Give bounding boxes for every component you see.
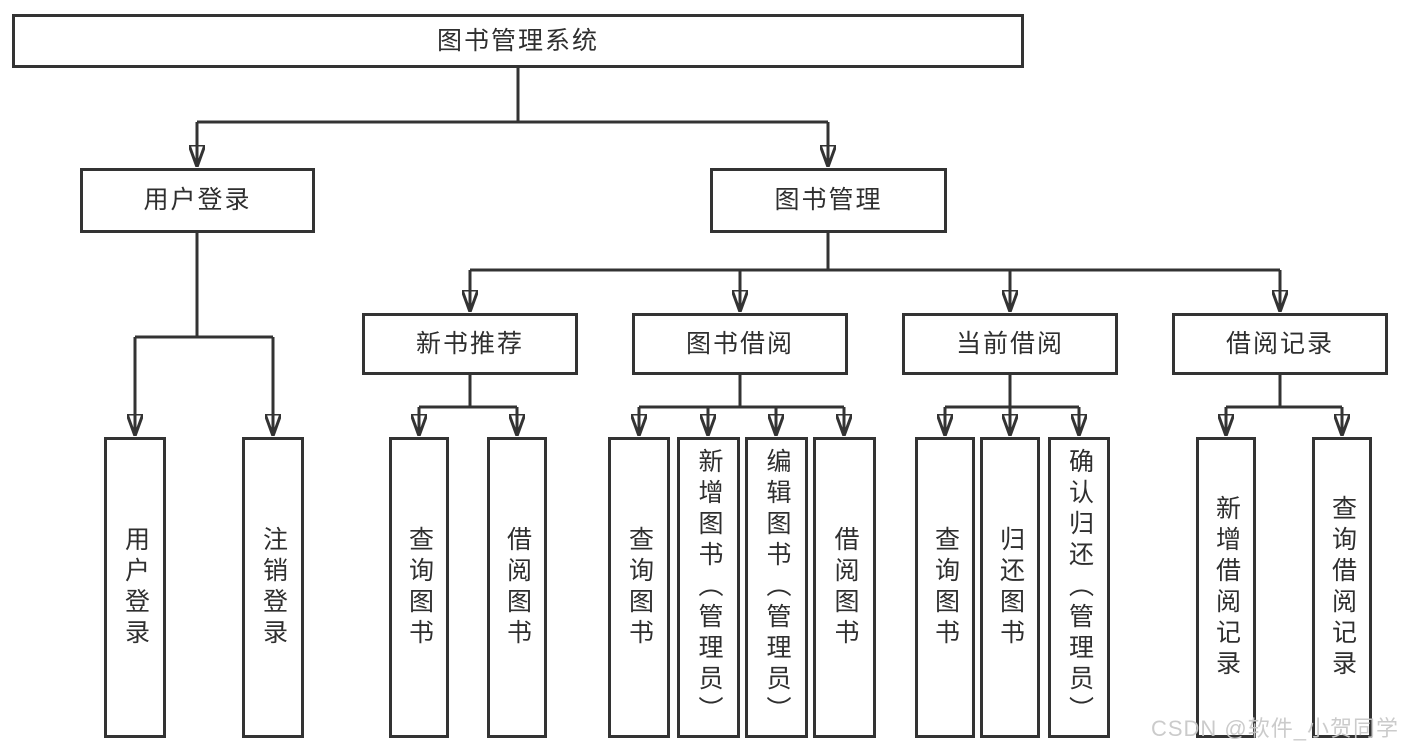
leaf-borrow-books-1: 借阅图书 — [487, 437, 547, 738]
node-label: 图书管理系统 — [436, 26, 599, 55]
node-label: 查询借阅记录 — [1328, 494, 1357, 681]
leaf-user-login: 用户登录 — [104, 437, 166, 738]
node-book-management: 图书管理 — [710, 168, 947, 233]
node-label: 借阅图书 — [831, 525, 859, 650]
node-label: 用户登录 — [121, 525, 150, 650]
connector-borrowrecords-trunk — [1226, 375, 1342, 409]
node-label: 新书推荐 — [415, 329, 524, 358]
leaf-borrow-books-2: 借阅图书 — [813, 437, 876, 738]
node-label: 注销登录 — [259, 525, 288, 650]
node-label: 查询图书 — [405, 525, 434, 650]
node-library-management-system: 图书管理系统 — [12, 14, 1024, 68]
connector-userlogin-trunk — [135, 233, 273, 339]
node-current-borrowing: 当前借阅 — [902, 313, 1118, 375]
leaf-query-books-3: 查询图书 — [915, 437, 975, 738]
node-label: 借阅记录 — [1225, 329, 1334, 358]
connector-bookborrow-trunk — [639, 375, 844, 409]
leaf-return-books: 归还图书 — [980, 437, 1040, 738]
node-label: 归还图书 — [996, 525, 1025, 650]
connector-currentborrow-trunk — [945, 375, 1079, 409]
leaf-add-borrow-record: 新增借阅记录 — [1196, 437, 1256, 738]
node-label: 新增借阅记录 — [1212, 494, 1241, 681]
leaf-logout: 注销登录 — [242, 437, 304, 738]
leaf-query-borrow-record: 查询借阅记录 — [1312, 437, 1372, 738]
node-label: 查询图书 — [931, 525, 960, 650]
node-label: 当前借阅 — [955, 329, 1064, 358]
node-label: 图书管理 — [774, 186, 883, 214]
node-label: 查询图书 — [625, 525, 654, 650]
connector-root-trunk — [197, 68, 828, 124]
leaf-edit-books-admin: 编辑图书（管理员） — [745, 437, 808, 738]
node-borrowing-records: 借阅记录 — [1172, 313, 1388, 375]
node-label: 编辑图书（管理员） — [763, 448, 791, 727]
node-label: 借阅图书 — [503, 525, 532, 650]
node-label: 确认归还（管理员） — [1065, 448, 1094, 727]
leaf-add-books-admin: 新增图书（管理员） — [677, 437, 740, 738]
leaf-confirm-return-admin: 确认归还（管理员） — [1048, 437, 1110, 738]
node-label: 用户登录 — [143, 186, 252, 214]
node-label: 新增图书（管理员） — [695, 448, 723, 727]
node-label: 图书借阅 — [685, 329, 794, 358]
leaf-query-books-1: 查询图书 — [389, 437, 449, 738]
node-book-borrowing: 图书借阅 — [632, 313, 848, 375]
watermark: CSDN @软件_小贺同学 — [1150, 716, 1399, 741]
connector-bookmgmt-trunk — [470, 233, 1280, 272]
connector-newbook-trunk — [419, 375, 517, 409]
node-new-book-recommend: 新书推荐 — [362, 313, 578, 375]
leaf-query-books-2: 查询图书 — [608, 437, 670, 738]
node-user-login: 用户登录 — [80, 168, 315, 233]
